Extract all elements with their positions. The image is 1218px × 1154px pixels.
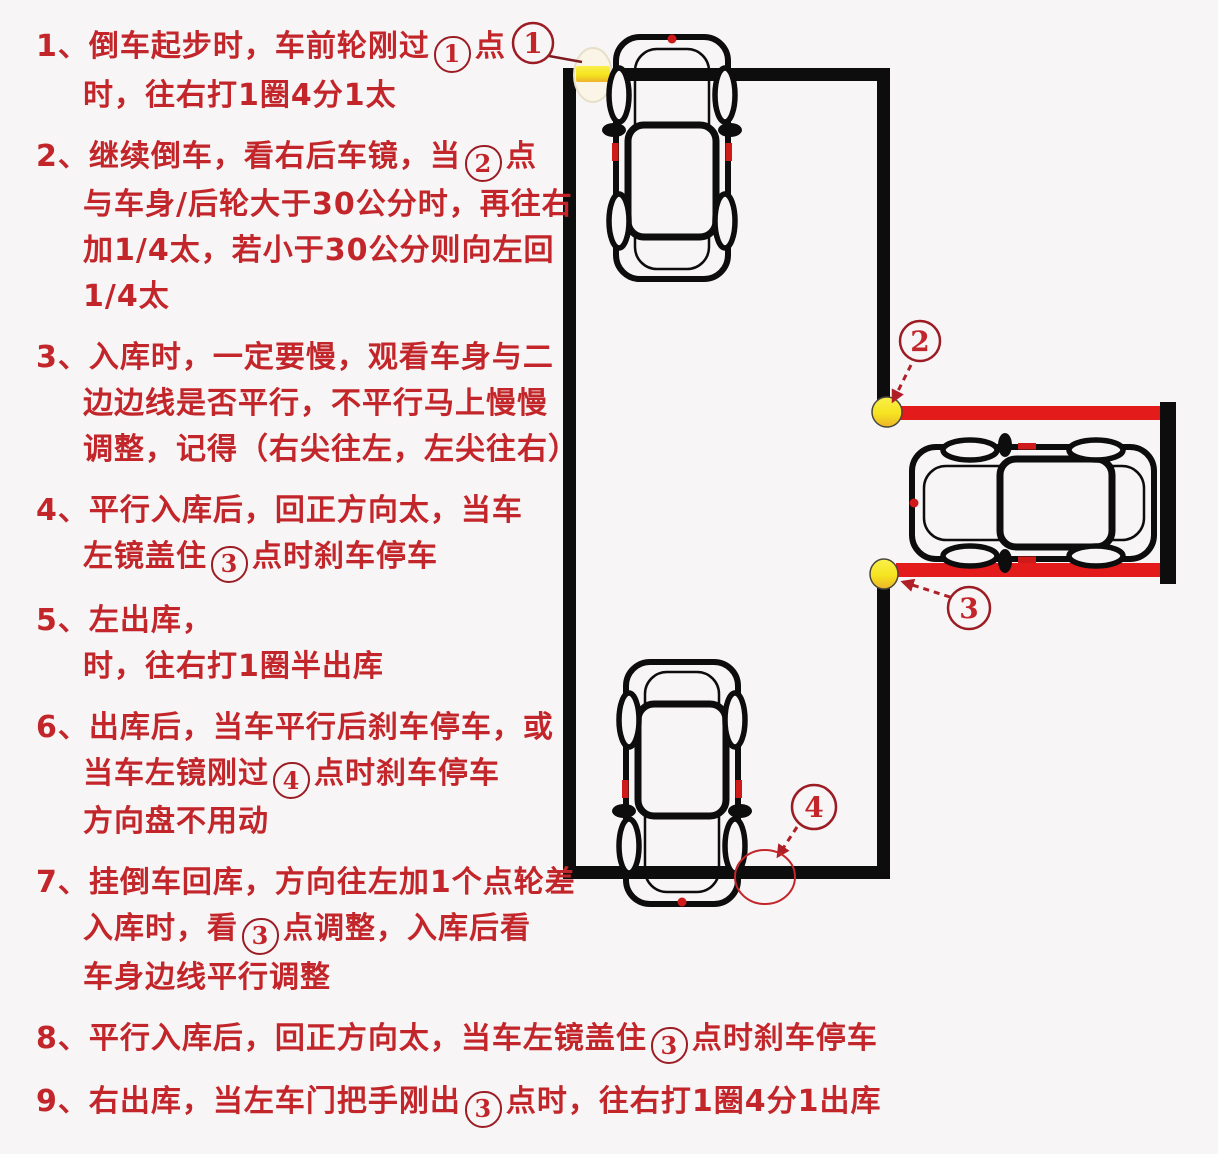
instruction-2-line-3: 加1/4太，若小于30公分则向左回: [36, 228, 1186, 274]
point-2-badge-label: 2: [910, 325, 929, 358]
point-1-badge: 1: [511, 21, 555, 65]
instruction-text: 边边线是否平行，不平行马上慢慢: [83, 386, 548, 421]
point-1-yellow-bar: [576, 66, 610, 82]
instruction-text: 8、平行入库后，回正方向太，当车左镜盖住: [36, 1020, 647, 1056]
instruction-text: 6、出库后，当车平行后刹车停车，或: [36, 709, 554, 745]
instruction-text: 点时刹车停车: [314, 755, 500, 791]
circled-point-number-3: 3: [464, 1090, 502, 1128]
instruction-text: 调整，记得（右尖往左，左尖往右）: [83, 432, 579, 467]
instruction-3-line-1: 3、入库时，一定要慢，观看车身与二: [36, 335, 1186, 381]
instruction-text: 2、继续倒车，看右后车镜，当: [36, 138, 461, 174]
instruction-text: 加1/4太，若小于30公分则向左回: [83, 233, 555, 268]
instruction-3-line-2: 边边线是否平行，不平行马上慢慢: [36, 381, 1186, 427]
instruction-5-line-1: 5、左出库，: [36, 598, 1186, 644]
circled-point-number-4: 4: [273, 762, 310, 799]
instruction-item-3: 3、入库时，一定要慢，观看车身与二边边线是否平行，不平行马上慢慢调整，记得（右尖…: [36, 335, 1186, 473]
instruction-text: 点: [505, 138, 537, 174]
point-2-badge: 2: [898, 319, 942, 363]
point-1-marker: [573, 47, 613, 103]
instruction-text: 点时刹车停车: [691, 1020, 878, 1056]
instruction-7-line-1: 7、挂倒车回库，方向往左加1个点轮差: [36, 860, 1186, 906]
instruction-text: 7、挂倒车回库，方向往左加1个点轮差: [36, 865, 576, 900]
course-right-lower-line: [877, 585, 890, 879]
instruction-text: 9、右出库，当左车门把手刚出: [36, 1084, 461, 1119]
instruction-text: 左镜盖住: [83, 539, 207, 574]
instruction-text: 4、平行入库后，回正方向太，当车: [36, 493, 523, 528]
circled-point-number-3: 3: [650, 1027, 688, 1064]
instruction-text: 1、倒车起步时，车前轮刚过: [36, 29, 430, 64]
instruction-6-line-3: 方向盘不用动: [36, 799, 1186, 845]
instruction-7-line-3: 车身边线平行调整: [36, 955, 1186, 1001]
instruction-text: 入库时，看: [83, 911, 238, 946]
point-4-badge-label: 4: [804, 791, 823, 824]
parking-bay: [896, 402, 1176, 584]
instruction-text: 时，往右打1圈4分1太: [83, 77, 397, 113]
course-left-line: [563, 68, 576, 879]
point-2-arrow: [891, 364, 913, 404]
instruction-text: 点时，往右打1圈4分1出库: [505, 1084, 882, 1119]
point-3-marker: [869, 558, 899, 590]
instruction-6-line-1: 6、出库后，当车平行后刹车停车，或: [36, 705, 1186, 751]
parking-bay-top-red-line: [896, 406, 1164, 420]
point-3-badge-label: 3: [959, 592, 978, 625]
circled-point-number-3: 3: [242, 917, 279, 955]
course-right-upper-line: [877, 68, 890, 403]
instruction-text: 方向盘不用动: [83, 804, 269, 839]
instruction-2-line-2: 与车身/后轮大于30公分时，再往右: [36, 182, 1186, 228]
point-4-highlight-ellipse: [734, 849, 796, 905]
instruction-text: 车身边线平行调整: [83, 959, 331, 995]
instruction-text: 5、左出库，: [36, 602, 213, 638]
instruction-text: 当车左镜刚过: [83, 755, 269, 791]
instruction-text: 1/4太: [83, 279, 170, 314]
point-3-badge: 3: [946, 585, 992, 631]
instruction-4-line-1: 4、平行入库后，回正方向太，当车: [36, 488, 1186, 534]
instruction-text: 3、入库时，一定要慢，观看车身与二: [36, 340, 554, 375]
instruction-text: 点: [474, 29, 506, 64]
instruction-5-line-2: 时，往右打1圈半出库: [36, 644, 1186, 690]
point-2-marker: [871, 396, 903, 428]
point-4-arrow: [776, 826, 799, 859]
instruction-2-line-4: 1/4太: [36, 274, 1186, 320]
instruction-text: 时，往右打1圈半出库: [83, 648, 384, 684]
point-1-badge-label: 1: [523, 27, 542, 60]
circled-point-number-1: 1: [433, 35, 471, 73]
circled-point-number-2: 2: [464, 145, 502, 182]
instruction-item-5: 5、左出库， 时，往右打1圈半出库: [36, 598, 1186, 690]
point-3-arrow: [900, 578, 951, 599]
instruction-3-line-3: 调整，记得（右尖往左，左尖往右）: [36, 427, 1186, 473]
instruction-1-line-2: 时，往右打1圈4分1太: [36, 73, 1186, 119]
point-1-connector-line: [548, 54, 583, 64]
circled-point-number-3: 3: [211, 545, 248, 583]
instruction-text: 与车身/后轮大于30公分时，再往右: [83, 187, 573, 222]
point-4-badge: 4: [790, 783, 838, 831]
instruction-text: 点调整，入库后看: [283, 911, 531, 946]
instruction-text: 点时刹车停车: [252, 539, 438, 574]
parking-bay-right-edge: [1160, 402, 1176, 584]
